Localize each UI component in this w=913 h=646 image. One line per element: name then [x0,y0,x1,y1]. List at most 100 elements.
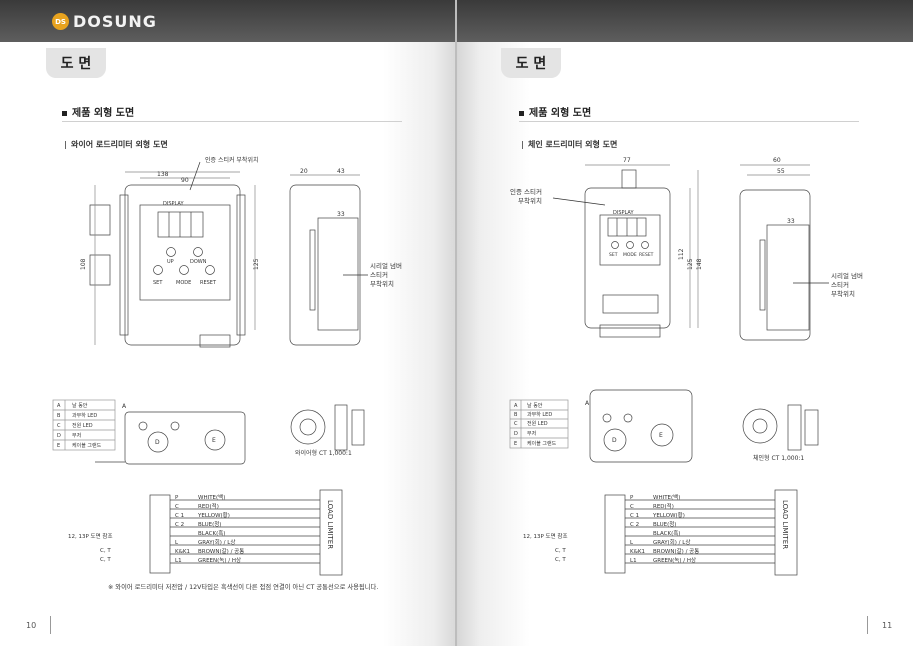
ct-terminal-label: C, T [100,557,111,563]
svg-text:125: 125 [687,258,694,270]
square-bullet-icon [519,110,524,116]
serial-label-3: 부착위치 [370,279,394,288]
up-label: UP [167,259,174,265]
svg-text:전원 LED: 전원 LED [72,422,93,429]
svg-text:60: 60 [773,157,781,164]
sub-title-text: 와이어 로드리미터 외형 도면 [71,140,168,149]
legend-key: A [57,403,61,409]
mode-label: MODE [176,280,191,286]
svg-text:BROWN(갈) / 공통: BROWN(갈) / 공통 [653,547,699,555]
side-view [289,174,361,346]
chain-limiter-drawing: 77 125 148 112 인증 스티커 부착위치 DISPLAY SET M… [505,150,905,590]
wiring-diagram [604,489,798,576]
logo-badge-icon: DS [52,13,69,30]
svg-text:112: 112 [678,248,685,260]
bottom-view [95,411,246,465]
svg-text:E: E [514,441,517,447]
reference-note: 12, 13P 도면 참조 [523,532,568,540]
ct-caption: 와이어형 CT 1,000:1 [295,449,352,457]
set-label: SET [609,252,618,258]
section-title-text: 제품 외형 도면 [72,108,135,119]
svg-text:43: 43 [337,168,345,175]
down-label: DOWN [190,259,207,265]
svg-text:55: 55 [777,168,785,175]
svg-text:과부하 LED: 과부하 LED [527,411,552,418]
page-number-rule [867,616,868,634]
svg-text:A: A [122,403,127,410]
svg-text:WHITE(백): WHITE(백) [653,493,680,501]
svg-text:YELLOW(황): YELLOW(황) [197,511,230,519]
chain-ct-drawing [742,404,819,451]
left-page: DS DOSUNG 도 면 제품 외형 도면 와이어 로드리미터 외형 도면 [0,0,456,646]
load-limiter-label: LOAD LIMITER [326,500,334,549]
serial-label-3: 부착위치 [831,289,855,298]
wiring-diagram [149,489,343,576]
section-title: 제품 외형 도면 [519,104,591,119]
reset-label: RESET [639,252,654,258]
svg-text:33: 33 [787,218,795,225]
section-tab: 도 면 [46,48,106,78]
front-view [584,164,699,338]
ct-terminal-label: C, T [100,548,111,554]
svg-text:D: D [155,439,160,446]
divider [519,121,859,122]
svg-text:GRAY(회) / L상: GRAY(회) / L상 [653,538,690,546]
dim-width: 138 [157,171,169,178]
svg-text:D: D [57,433,61,439]
svg-text:C 1: C 1 [630,513,639,519]
right-page: 도 면 제품 외형 도면 체인 로드리미터 외형 도면 [457,0,913,646]
serial-label-1: 시리얼 넘버 [831,271,863,280]
svg-text:BLUE(청): BLUE(청) [653,521,676,528]
serial-label-2: 스티커 [370,270,388,279]
svg-text:케이블 그랜드: 케이블 그랜드 [72,442,102,449]
svg-text:BLACK(흑): BLACK(흑) [653,529,680,537]
svg-text:C 2: C 2 [175,522,184,528]
svg-text:C 2: C 2 [630,522,639,528]
serial-label-2: 스티커 [831,280,849,289]
svg-text:108: 108 [80,258,87,270]
svg-text:D: D [514,431,518,437]
svg-text:D: D [612,437,617,444]
svg-text:125: 125 [253,258,260,270]
svg-text:L: L [630,540,634,546]
sub-title: 체인 로드리미터 외형 도면 [522,139,617,150]
svg-text:K&K1: K&K1 [630,549,645,555]
legend-value: 날 동안 [72,402,88,409]
reset-label: RESET [200,280,217,286]
square-bullet-icon [62,110,67,116]
set-label: SET [153,280,163,286]
page-number-rule [50,616,51,634]
svg-text:부저: 부저 [72,432,81,439]
cert-label-2: 부착위치 [518,196,542,205]
cert-label-1: 인증 스티커 [510,187,542,196]
section-tab: 도 면 [501,48,561,78]
svg-text:과부하 LED: 과부하 LED [72,412,97,419]
svg-text:33: 33 [337,211,345,218]
svg-text:C: C [57,423,61,429]
svg-text:L: L [175,540,179,546]
cert-label: 인증 스티커 부착위치 [205,156,259,164]
page-number: 11 [882,621,893,630]
svg-text:C, T: C, T [555,557,566,563]
svg-text:BLACK(흑): BLACK(흑) [198,529,225,537]
logo-text: DOSUNG [73,12,157,31]
legend-table [52,399,116,451]
display-label: DISPLAY [163,201,184,207]
book-gutter [455,0,457,646]
svg-text:90: 90 [181,177,189,184]
svg-text:GRAY(회) / L상: GRAY(회) / L상 [198,538,235,546]
svg-text:E: E [659,432,663,439]
svg-text:B: B [57,413,61,419]
bar-bullet-icon [65,140,66,149]
svg-text:B: B [514,412,518,418]
legend-table [509,399,569,449]
svg-text:YELLOW(황): YELLOW(황) [652,511,685,519]
svg-text:RED(적): RED(적) [653,503,674,510]
svg-text:148: 148 [696,258,703,270]
svg-text:RED(적): RED(적) [198,503,219,510]
svg-text:날 동안: 날 동안 [527,402,543,409]
svg-text:GREEN(녹) / H상: GREEN(녹) / H상 [653,556,696,564]
svg-text:BLUE(청): BLUE(청) [198,521,221,528]
brand-logo[interactable]: DS DOSUNG [52,12,157,31]
